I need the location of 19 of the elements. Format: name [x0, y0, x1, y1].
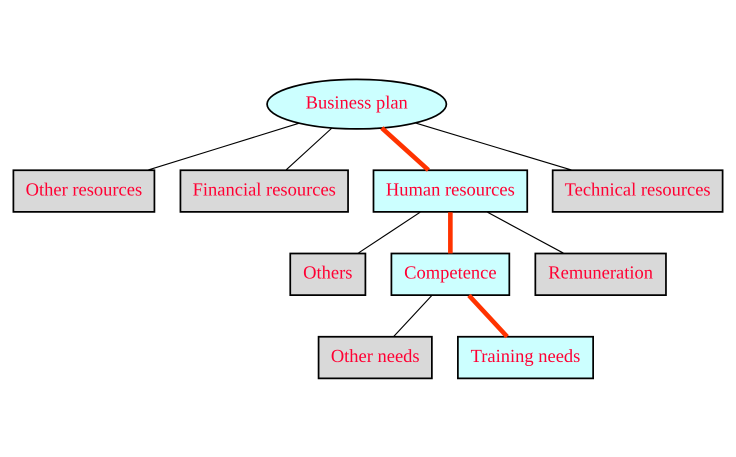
connector: [393, 294, 432, 337]
connector: [358, 211, 421, 254]
connector: [286, 127, 332, 170]
node-box: Other resources: [12, 168, 156, 212]
node-box: Remuneration: [534, 252, 667, 296]
node-box: Training needs: [457, 335, 594, 379]
connector: [147, 122, 300, 170]
node-box: Others: [289, 252, 366, 296]
node-box: Human resources: [372, 168, 528, 212]
connector: [380, 126, 430, 172]
node-box: Technical resources: [552, 168, 724, 212]
node-box: Financial resources: [180, 168, 349, 212]
connector: [486, 211, 564, 254]
node-box: Competence: [390, 252, 510, 296]
connector: [467, 293, 509, 338]
connector: [448, 212, 453, 253]
node-box: Other needs: [318, 335, 433, 379]
connector: [414, 122, 572, 170]
node-ellipse: Business plan: [266, 78, 448, 130]
